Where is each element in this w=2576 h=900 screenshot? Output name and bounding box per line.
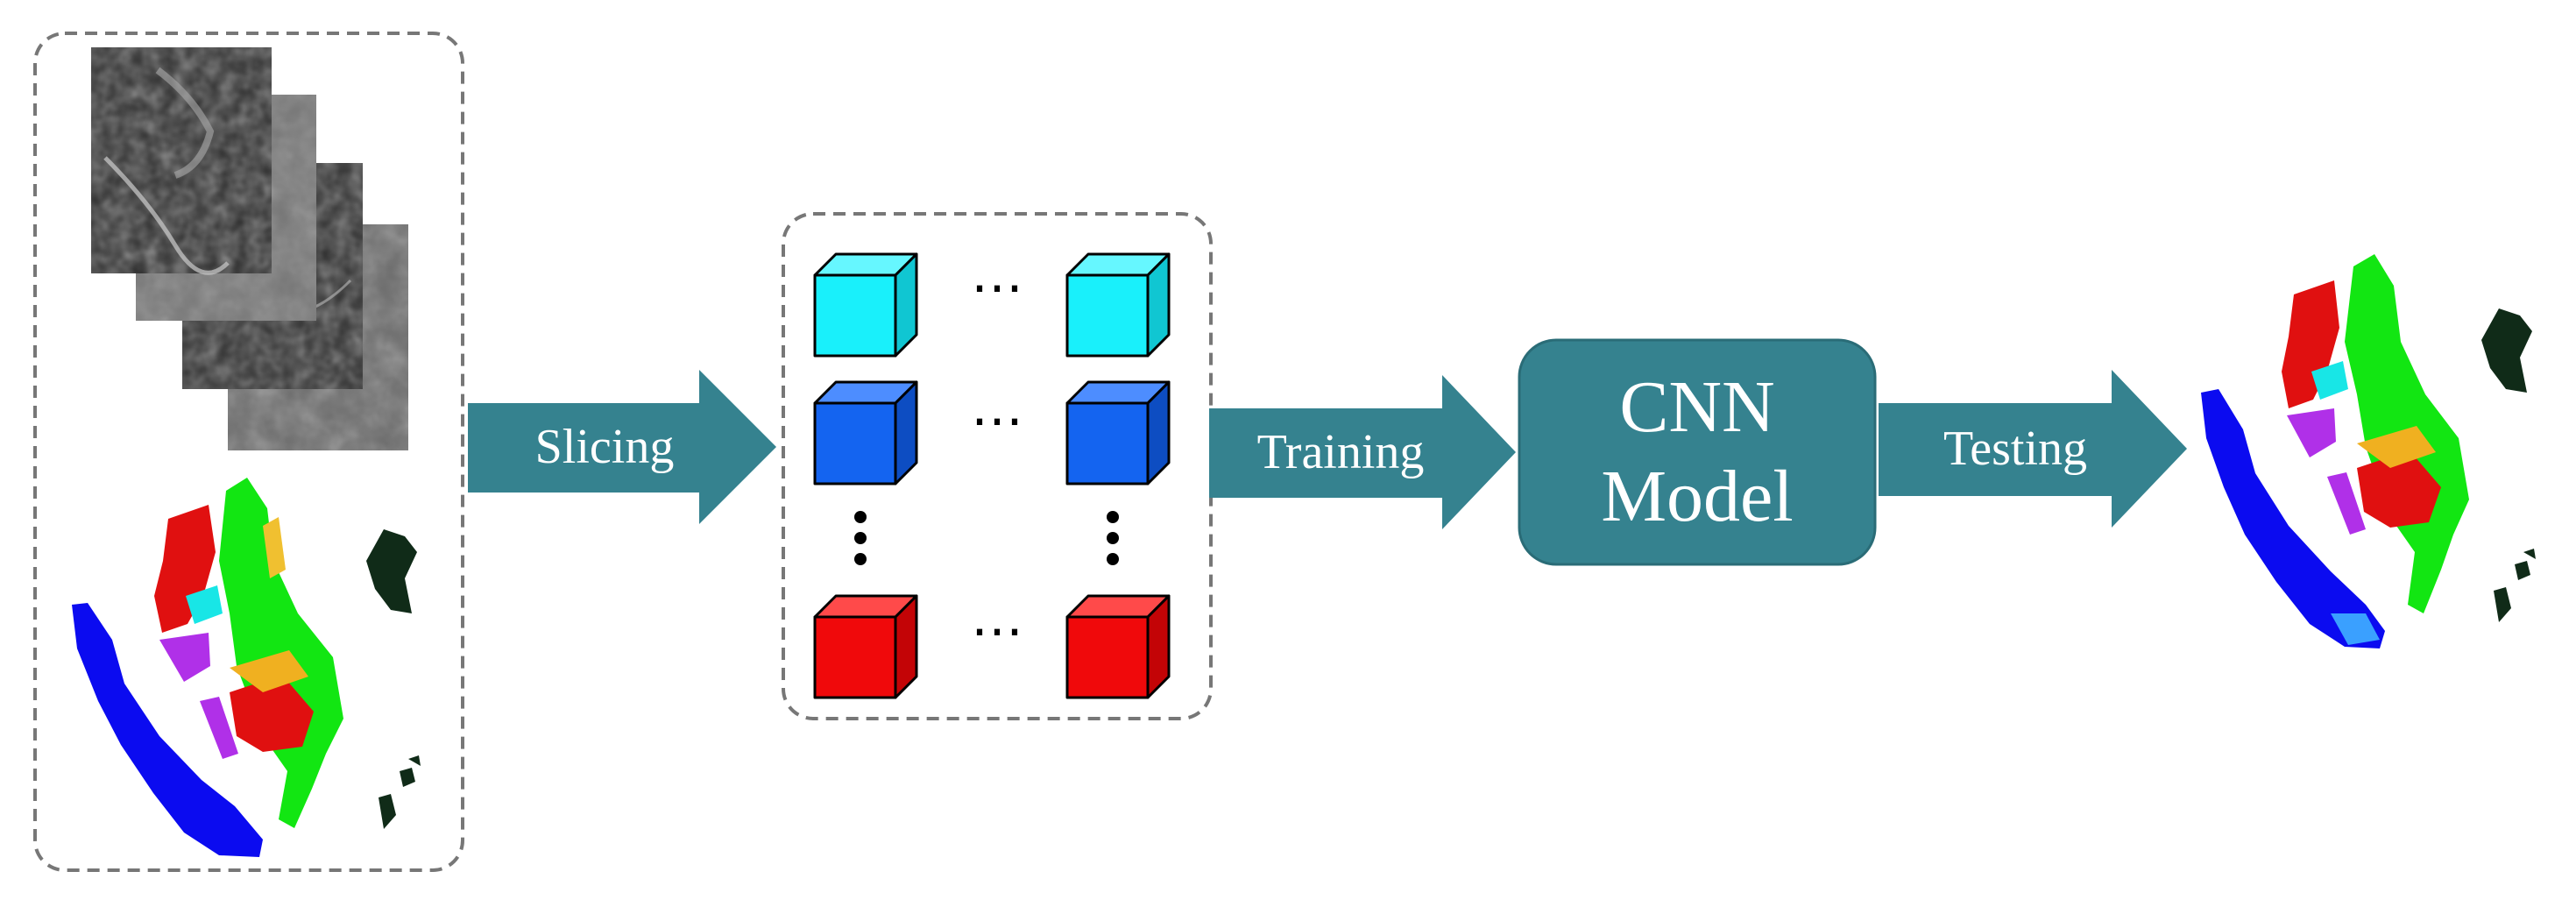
gt-region-red-2 — [230, 675, 314, 752]
result-region-dark-2 — [2494, 549, 2536, 622]
testing-arrow: Testing — [1879, 370, 2187, 528]
patch-panel-dashed-frame — [782, 212, 1213, 720]
gt-region-dark-2 — [379, 755, 421, 829]
gt-region-cyan — [186, 585, 223, 624]
gt-region-blue — [72, 603, 263, 857]
ground-truth-map — [72, 478, 421, 857]
gt-region-orange — [230, 650, 308, 692]
training-label: Training — [1257, 425, 1425, 479]
input-panel-dashed-frame — [33, 32, 464, 872]
result-region-blue-light — [2331, 613, 2380, 645]
result-region-red-2 — [2357, 450, 2441, 528]
slicing-label: Slicing — [535, 420, 675, 474]
gt-region-dark-1 — [366, 529, 417, 613]
result-region-blue — [2201, 389, 2385, 648]
gt-region-orange-2 — [263, 517, 286, 578]
result-region-red — [2282, 280, 2339, 408]
ellipsis-row-3: ⋯ — [971, 600, 1023, 662]
gt-region-purple-2 — [200, 697, 238, 759]
result-region-orange — [2357, 426, 2436, 468]
patch-cube-cyan-last — [1065, 252, 1171, 358]
classification-result-map — [2201, 254, 2536, 648]
result-region-cyan — [2311, 361, 2348, 400]
training-arrow: Training — [1209, 375, 1516, 529]
patch-cube-blue-last — [1065, 380, 1171, 485]
vertical-ellipsis-left — [854, 511, 867, 565]
result-region-purple-2 — [2327, 472, 2366, 535]
hyperspectral-band-stack — [91, 47, 408, 450]
patch-cube-blue-first — [813, 380, 918, 485]
patch-cubes — [813, 252, 1171, 699]
patch-cube-cyan-first — [813, 252, 918, 358]
cnn-model-line-2: Model — [1601, 456, 1793, 537]
band-image-1 — [91, 47, 272, 275]
input-panel — [33, 32, 464, 872]
vertical-ellipsis-right — [1107, 511, 1119, 565]
gt-region-purple — [159, 633, 210, 682]
cnn-model-line-1: CNN — [1619, 366, 1774, 448]
patch-cube-red-first — [813, 594, 918, 699]
patch-panel: ⋯ ⋯ ⋯ — [782, 212, 1213, 720]
slicing-arrow: Slicing — [468, 370, 776, 524]
result-region-purple — [2287, 408, 2336, 457]
cnn-model-box: CNN Model — [1518, 338, 1877, 566]
testing-label: Testing — [1943, 422, 2087, 476]
result-region-dark-1 — [2481, 308, 2532, 393]
ellipsis-row-1: ⋯ — [971, 257, 1023, 318]
patch-cube-red-last — [1065, 594, 1171, 699]
ellipsis-row-2: ⋯ — [971, 390, 1023, 451]
